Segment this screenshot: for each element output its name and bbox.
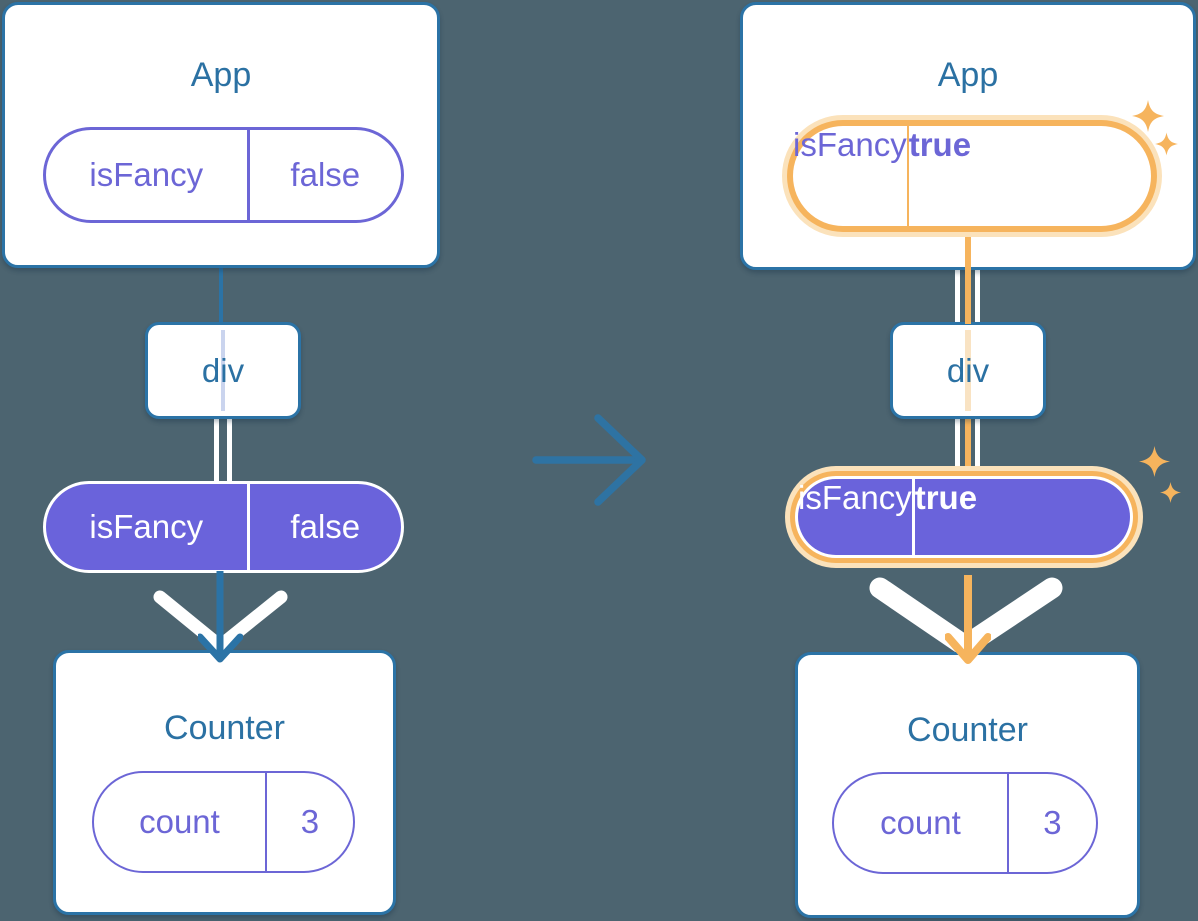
right-count-state-pill: count 3 <box>832 772 1098 874</box>
left-passed-prop-pill: isFancy false <box>43 481 404 573</box>
prop-name-label: isFancy <box>46 484 250 570</box>
state-name-label: count <box>834 774 1009 872</box>
right-app-title: App <box>937 56 999 94</box>
right-connector-div-prop-orange-line <box>965 417 971 472</box>
right-counter-title: Counter <box>907 711 1028 749</box>
right-app-prop-pill-ring: isFancy true <box>787 120 1157 232</box>
prop-value-label: false <box>290 156 361 193</box>
left-prop-line-through-div <box>221 330 225 411</box>
sparkle-icon <box>1132 100 1164 132</box>
right-connector-app-div-flank-a <box>955 270 960 324</box>
sparkle-icon <box>1155 132 1178 156</box>
prop-name-label: isFancy <box>46 130 250 220</box>
right-passed-prop-pill-ring: isFancy true <box>790 471 1138 563</box>
left-connector-app-div <box>219 266 223 324</box>
right-connector-div-prop-flank-b <box>975 417 980 472</box>
left-counter-title: Counter <box>164 709 285 747</box>
right-down-arrow-icon <box>945 575 991 664</box>
left-count-state-pill: count 3 <box>92 771 355 873</box>
right-connector-app-div-flank-b <box>975 270 980 324</box>
state-name-label: count <box>94 773 267 871</box>
right-passed-prop-pill: isFancy true <box>798 479 1130 555</box>
right-app-prop-pill: isFancy true <box>793 126 1151 226</box>
right-prop-line-through-div <box>965 330 971 411</box>
state-value-label: 3 <box>300 803 320 840</box>
left-connector-div-prop-line-a <box>214 417 219 483</box>
left-div-label: div <box>201 351 245 389</box>
left-connector-div-prop-line-b <box>227 417 232 483</box>
right-div-box: div <box>890 322 1046 419</box>
right-div-label: div <box>946 351 990 389</box>
left-down-arrow-icon <box>198 571 243 663</box>
prop-value-label: false <box>290 508 361 545</box>
right-passed-prop-pill-inner-ring: isFancy true <box>795 476 1133 558</box>
sparkle-icon <box>1160 482 1181 503</box>
prop-name-label: isFancy <box>793 126 909 226</box>
sparkle-icon <box>1139 446 1170 477</box>
left-app-title: App <box>190 56 252 94</box>
right-passed-prop-pill-glow: isFancy true <box>785 466 1143 568</box>
prop-value-label: true <box>908 126 972 163</box>
right-app-prop-pill-glow: isFancy true <box>782 115 1162 237</box>
state-value-label: 3 <box>1043 804 1062 841</box>
transition-right-arrow-icon <box>532 414 646 506</box>
left-div-box: div <box>145 322 301 419</box>
prop-value-label: true <box>914 479 978 516</box>
right-orange-prop-line <box>965 228 971 324</box>
left-app-prop-pill: isFancy false <box>43 127 404 223</box>
right-connector-div-prop-flank-a <box>955 417 960 472</box>
prop-name-label: isFancy <box>798 479 915 555</box>
